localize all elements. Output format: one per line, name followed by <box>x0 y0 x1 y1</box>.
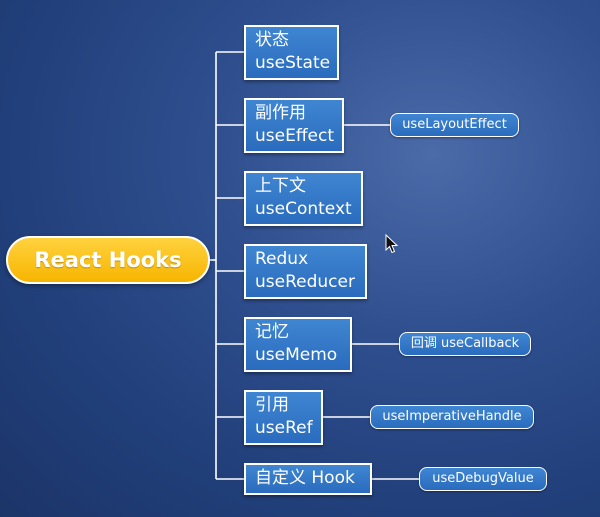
hook-name: useReducer <box>255 272 355 292</box>
hook-title: 上下文 <box>255 176 306 196</box>
hook-node-reducer: Redux useReducer <box>244 244 367 299</box>
hook-title: 副作用 <box>255 103 306 123</box>
leaf-label: useDebugValue <box>432 471 534 486</box>
hook-title: 引用 <box>255 395 289 415</box>
hook-node-context: 上下文 useContext <box>244 171 363 226</box>
root-label: React Hooks <box>34 248 182 272</box>
leaf-label: useImperativeHandle <box>382 409 522 424</box>
leaf-use-imperative-handle: useImperativeHandle <box>370 405 534 429</box>
hook-title: 状态 <box>255 30 289 50</box>
hook-title: 记忆 <box>255 322 289 342</box>
hook-name: useMemo <box>255 345 338 365</box>
leaf-label: 回调 useCallback <box>410 336 520 351</box>
hook-title: Redux <box>255 249 309 269</box>
hook-name: useRef <box>255 418 313 438</box>
hook-node-memo: 记忆 useMemo <box>244 317 352 372</box>
hook-node-effect: 副作用 useEffect <box>244 98 344 153</box>
root-node: React Hooks <box>6 236 210 284</box>
leaf-label: useLayoutEffect <box>402 117 507 132</box>
hook-title: 自定义 Hook <box>255 468 355 488</box>
leaf-use-layout-effect: useLayoutEffect <box>390 113 519 137</box>
hook-node-state: 状态 useState <box>244 25 339 80</box>
hook-node-custom: 自定义 Hook <box>244 463 372 495</box>
hook-name: useContext <box>255 199 352 219</box>
leaf-use-callback: 回调 useCallback <box>399 332 531 356</box>
mouse-pointer-icon <box>385 234 399 254</box>
hook-name: useEffect <box>255 126 335 146</box>
hook-node-ref: 引用 useRef <box>244 390 323 445</box>
leaf-use-debug-value: useDebugValue <box>419 467 547 491</box>
hook-name: useState <box>255 53 331 73</box>
